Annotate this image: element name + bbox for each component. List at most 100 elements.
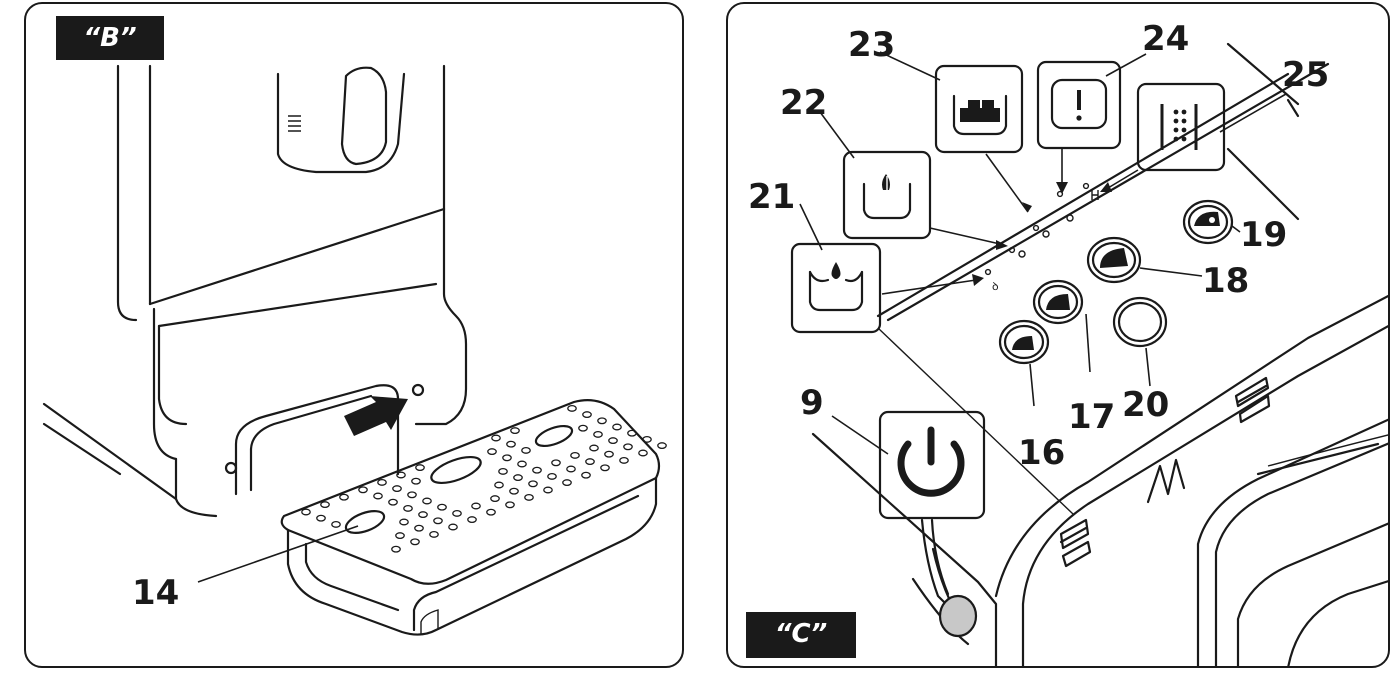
callout-19: 19: [1240, 215, 1287, 255]
tray-hole: [467, 516, 477, 524]
tray-hole: [502, 454, 512, 462]
tray-hole: [373, 492, 383, 500]
tray-hole: [433, 517, 443, 525]
figure-c-drawing: ꝺ: [748, 19, 1388, 666]
tray-hole: [547, 472, 557, 480]
tray-hole: [524, 493, 534, 501]
tray-hole: [498, 467, 508, 475]
alarm-icon: [1036, 60, 1122, 150]
descale-dot: [1181, 118, 1187, 124]
steam-button-icon[interactable]: [1182, 199, 1234, 245]
tray-hole: [358, 486, 368, 494]
tray-hole: [657, 442, 667, 450]
tray-hole: [339, 493, 349, 501]
tray-hole: [505, 501, 515, 509]
descale-dot: [1181, 109, 1187, 115]
tray-hole: [582, 411, 592, 419]
tray-hole: [316, 514, 326, 522]
tray-hole: [567, 404, 577, 412]
water-tank-icon: [790, 242, 882, 334]
callout-9: 9: [800, 383, 824, 423]
tray-hole: [410, 538, 420, 546]
tray-hole: [509, 487, 519, 495]
espresso-button-icon[interactable]: [998, 319, 1050, 365]
tray-hole: [642, 435, 652, 443]
tray-hole: [510, 427, 520, 435]
descale-dot: [1173, 127, 1179, 133]
callout-leaders: [799, 51, 1287, 455]
tray-hole: [422, 497, 432, 505]
tray-hole: [608, 437, 618, 445]
tray-hole: [627, 429, 637, 437]
tray-hole: [491, 434, 501, 442]
tray-hole: [411, 477, 421, 485]
long-coffee-button-icon[interactable]: [1086, 236, 1142, 284]
callout-18: 18: [1202, 261, 1249, 301]
tray-hole: [403, 504, 413, 512]
tray-hole: [486, 508, 496, 516]
tray-hole: [517, 460, 527, 468]
tray-hole: [638, 449, 648, 457]
tray-hole: [562, 479, 572, 487]
tray-hole: [578, 424, 588, 432]
tray-hole: [513, 474, 523, 482]
callout-24: 24: [1142, 19, 1189, 59]
tray-hole: [585, 458, 595, 466]
descale-dot: [1173, 118, 1179, 124]
hot-water-button-icon[interactable]: [1112, 296, 1168, 348]
callout-20: 20: [1122, 385, 1169, 425]
tray-hole: [448, 523, 458, 531]
svg-text:ꝺ: ꝺ: [992, 280, 999, 293]
callout-25: 25: [1282, 55, 1329, 95]
callout-14: 14: [132, 573, 179, 613]
tray-hole: [320, 501, 330, 509]
drip-tray-icon: [280, 399, 667, 636]
tray-hole: [301, 508, 311, 516]
tray-hole: [623, 443, 633, 451]
callout-22: 22: [780, 83, 827, 123]
tray-hole: [396, 471, 406, 479]
tray-hole: [331, 520, 341, 528]
tray-hole: [418, 511, 428, 519]
tray-hole: [566, 465, 576, 473]
tray-hole: [597, 417, 607, 425]
figure-b-drawing: 14: [42, 64, 667, 636]
tray-hole: [543, 486, 553, 494]
tray-hole: [521, 446, 531, 454]
power-icon[interactable]: [878, 410, 986, 604]
tray-hole: [407, 491, 417, 499]
tray-hole: [570, 451, 580, 459]
tray-hole: [429, 530, 439, 538]
figure-c-tag: “C”: [746, 612, 856, 658]
figure-b-panel: “B”: [24, 2, 684, 668]
panel-indicator-leds: ꝺ: [984, 182, 1099, 293]
tray-hole: [388, 498, 398, 506]
callout-21: 21: [748, 177, 795, 217]
descale-dot: [1173, 109, 1179, 115]
tray-hole: [581, 471, 591, 479]
coffee-button-icon[interactable]: [1032, 279, 1084, 325]
coffee-container-icon: [842, 150, 932, 240]
tray-hole: [532, 466, 542, 474]
figure-b-tag: “B”: [56, 16, 164, 60]
tray-hole: [377, 478, 387, 486]
tray-hole: [395, 532, 405, 540]
tray-hole: [612, 423, 622, 431]
tray-hole: [399, 518, 409, 526]
tray-hole: [551, 459, 561, 467]
tray-hole: [391, 545, 401, 553]
tray-hole: [589, 444, 599, 452]
callout-16: 16: [1018, 433, 1065, 473]
tray-hole: [392, 485, 402, 493]
grounds-container-icon: [934, 64, 1024, 154]
nozzle-icon: [276, 66, 406, 174]
tray-hole: [415, 464, 425, 472]
tray-hole: [437, 503, 447, 511]
tray-hole: [619, 456, 629, 464]
descale-dot: [1181, 127, 1187, 133]
tray-hole: [600, 464, 610, 472]
tray-hole: [487, 448, 497, 456]
tray-hole: [471, 502, 481, 510]
descale-dot: [1173, 136, 1179, 142]
tray-hole: [506, 440, 516, 448]
